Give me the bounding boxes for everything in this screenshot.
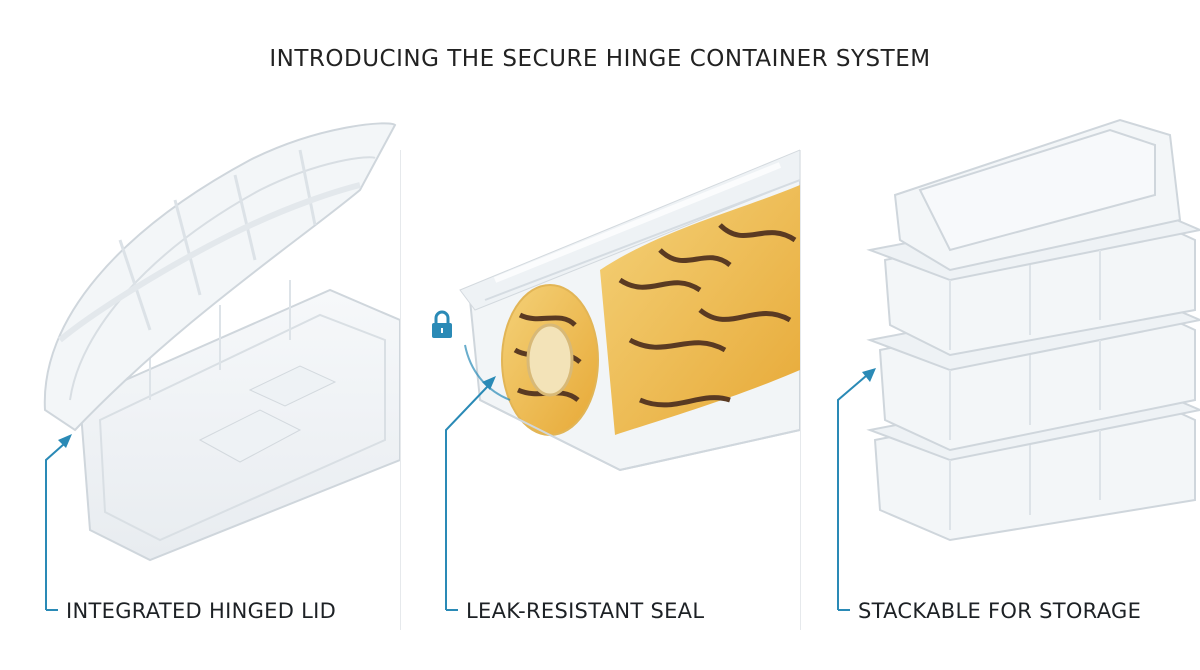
stacked-containers-image [866, 118, 1200, 542]
feature-panel-seal: LEAK-RESISTANT SEAL [400, 100, 800, 660]
sealed-container-image [459, 149, 800, 472]
feature-panel-stackable: STACKABLE FOR STORAGE [800, 100, 1200, 660]
panel-divider [400, 150, 401, 630]
panel-divider [800, 150, 801, 630]
lock-icon [432, 310, 452, 338]
feature-caption: STACKABLE FOR STORAGE [858, 599, 1142, 623]
feature-panel-hinged-lid: INTEGRATED HINGED LID [0, 100, 400, 660]
hinged-container-image [43, 122, 400, 562]
page-title: INTRODUCING THE SECURE HINGE CONTAINER S… [269, 46, 931, 72]
feature-caption: LEAK-RESISTANT SEAL [466, 599, 705, 623]
feature-caption: INTEGRATED HINGED LID [66, 599, 337, 623]
